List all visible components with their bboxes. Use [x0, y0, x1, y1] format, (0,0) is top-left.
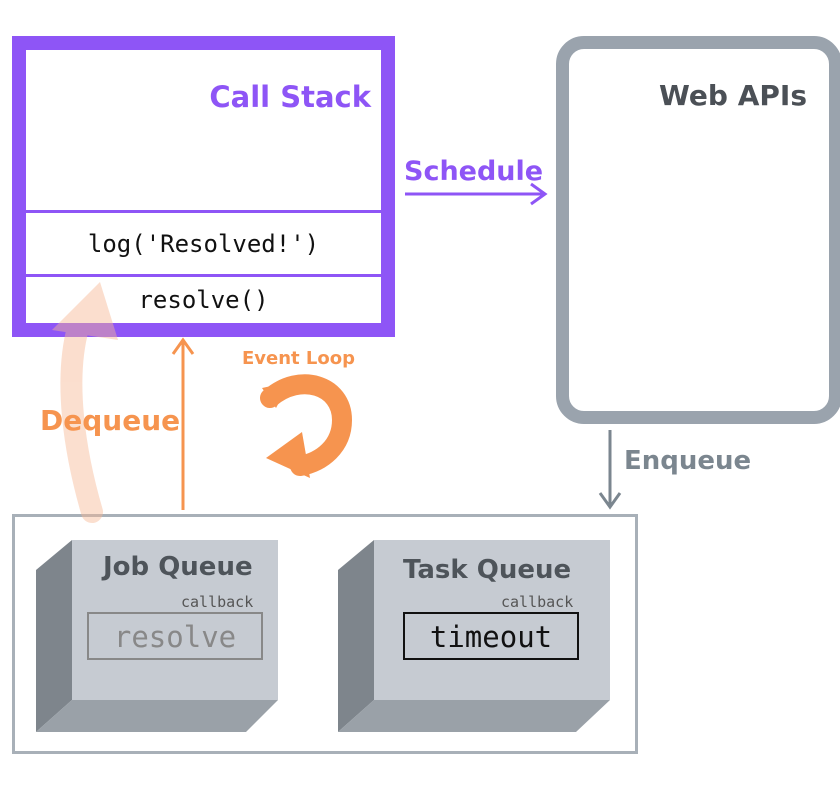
event-loop-icon — [260, 374, 353, 478]
web-apis-title: Web APIs — [659, 79, 807, 112]
schedule-arrow — [405, 182, 548, 206]
web-apis-panel: Web APIs — [556, 36, 840, 424]
stack-frame-resolve: resolve() — [26, 274, 381, 323]
schedule-label: Schedule — [404, 156, 544, 187]
dequeue-label: Dequeue — [40, 404, 181, 437]
task-queue-title: Task Queue — [403, 555, 572, 585]
microtask-arrow — [171, 337, 195, 510]
enqueue-label: Enqueue — [624, 446, 752, 476]
event-loop-label: Event Loop — [242, 348, 356, 369]
job-queue-title: Job Queue — [103, 552, 253, 582]
task-queue-callback-label: callback — [501, 593, 574, 611]
job-queue-item: resolve — [87, 612, 263, 660]
dequeue-arrow — [52, 282, 118, 523]
call-stack-title: Call Stack — [209, 80, 371, 114]
enqueue-arrow — [598, 430, 622, 510]
task-queue-box — [338, 540, 610, 732]
job-queue-box — [36, 540, 278, 732]
job-queue-callback-label: callback — [181, 593, 254, 611]
stack-frame-log: log('Resolved!') — [26, 210, 381, 274]
call-stack-panel: Call Stack log('Resolved!') resolve() — [12, 36, 395, 337]
task-queue-item: timeout — [403, 612, 579, 660]
